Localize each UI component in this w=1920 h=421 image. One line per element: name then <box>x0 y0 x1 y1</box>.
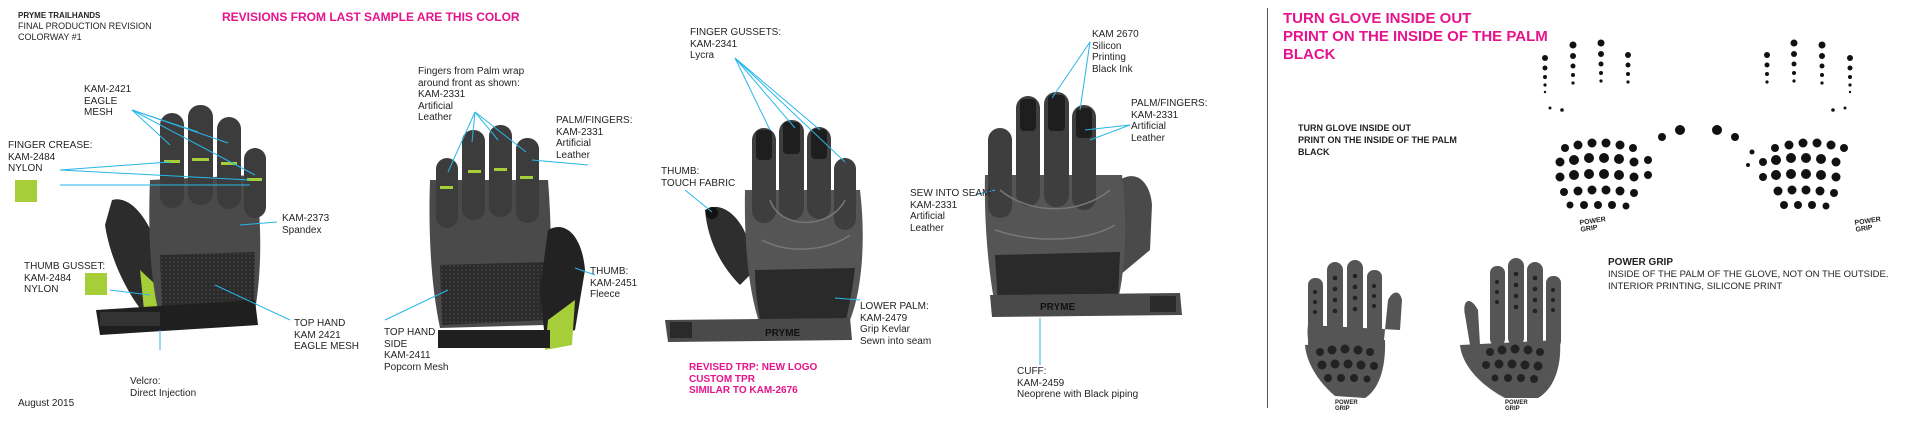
callout-finger-crease: FINGER CREASE: KAM-2484 NYLON <box>8 140 93 174</box>
callout-fingers-from-palm: Fingers from Palm wrap around front as s… <box>418 66 525 123</box>
callout-thumb-gusset: THUMB GUSSET: KAM-2484 NYLON <box>24 261 106 295</box>
colorway-label: COLORWAY #1 <box>18 32 82 42</box>
cuff-strap-logo: PRYME <box>1040 302 1076 313</box>
callouts-view4 <box>974 41 1131 365</box>
glove-view-palm: PRYME <box>665 120 863 342</box>
revision-label: FINAL PRODUCTION REVISION <box>18 21 152 31</box>
callouts-view1 <box>59 109 291 350</box>
dot-pattern-large-2 <box>1712 39 1853 167</box>
revision-color-note: REVISIONS FROM LAST SAMPLE ARE THIS COLO… <box>222 10 520 24</box>
callout-sew-into-seam: SEW INTO SEAM: KAM-2331 Artificial Leath… <box>910 188 994 234</box>
callout-lower-palm: LOWER PALM: KAM-2479 Grip Kevlar Sewn in… <box>860 301 932 347</box>
callout-palm-fingers-palm: PALM/FINGERS: KAM-2331 Artificial Leathe… <box>1131 98 1208 144</box>
dot-pattern-palm-1 <box>1555 138 1652 210</box>
callouts-view2 <box>384 111 596 321</box>
callout-kam2421: KAM-2421 EAGLE MESH <box>84 84 132 118</box>
grip-logo-4: POWER GRIP <box>1505 400 1528 412</box>
green-swatch-thumb-gusset <box>85 273 107 295</box>
callout-thumb-fleece: THUMB: KAM-2451 Fleece <box>590 266 638 300</box>
callout-cuff: CUFF: KAM-2459 Neoprene with Black pipin… <box>1017 366 1139 400</box>
callout-top-hand: TOP HAND KAM 2421 EAGLE MESH <box>294 318 360 352</box>
grip-logo-3: POWER GRIP <box>1335 400 1358 412</box>
print-instruction-heading: TURN GLOVE INSIDE OUT PRINT ON THE INSID… <box>1283 10 1548 63</box>
grip-glove-left <box>1305 260 1402 398</box>
callout-velcro: Velcro: Direct Injection <box>130 376 197 399</box>
dot-pattern-palm-2 <box>1759 138 1848 210</box>
dot-pattern-large-1 <box>1542 39 1685 141</box>
callout-kam2373: KAM-2373 Spandex <box>282 213 330 236</box>
palm-strap-logo: PRYME <box>765 328 801 339</box>
callout-palm-fingers-side: PALM/FINGERS: KAM-2331 Artificial Leathe… <box>556 115 633 161</box>
product-name: PRYME TRAILHANDS <box>18 11 101 20</box>
power-grip-description: INSIDE OF THE PALM OF THE GLOVE, NOT ON … <box>1608 269 1889 292</box>
glove-view-side <box>429 125 585 350</box>
glove-view-palm-printed: PRYME <box>984 92 1182 317</box>
date-label: August 2015 <box>18 398 75 409</box>
callout-top-hand-side: TOP HAND SIDE KAM-2411 Popcorn Mesh <box>384 327 449 373</box>
green-swatch-finger-crease <box>15 180 37 202</box>
callout-revised-trp: REVISED TRP: NEW LOGO CUSTOM TPR SIMILAR… <box>689 362 818 396</box>
callout-kam2670: KAM 2670 Silicon Printing Black Ink <box>1092 29 1139 75</box>
callouts-view3 <box>684 57 861 301</box>
glove-view-top-hand <box>96 105 266 335</box>
print-instruction-note: TURN GLOVE INSIDE OUT PRINT ON THE INSID… <box>1298 123 1457 157</box>
section-divider <box>1267 8 1268 408</box>
callout-thumb-touch: THUMB: TOUCH FABRIC <box>661 166 736 189</box>
grip-glove-right <box>1460 258 1561 398</box>
callout-finger-gussets: FINGER GUSSETS: KAM-2341 Lycra <box>690 27 782 61</box>
power-grip-title: POWER GRIP <box>1608 257 1674 268</box>
